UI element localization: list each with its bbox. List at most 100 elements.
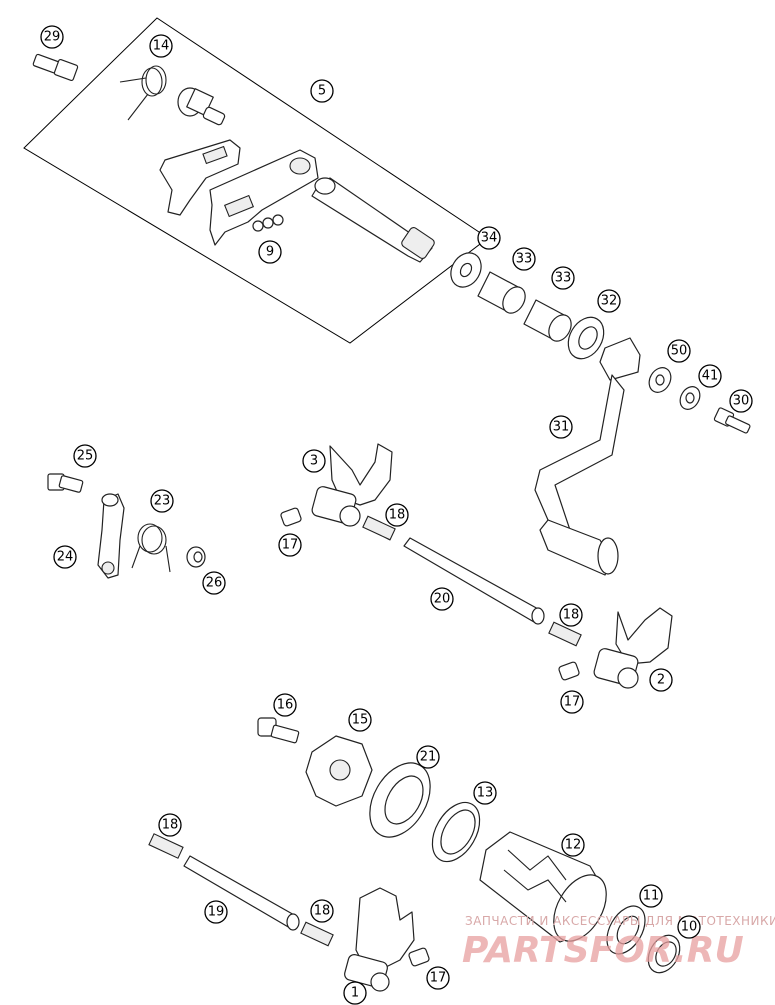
- part-17-pin-c: [408, 947, 430, 967]
- callout-33b: 33: [551, 266, 575, 290]
- svg-text:32: 32: [601, 294, 618, 309]
- part-24-locking-lever: [97, 493, 125, 579]
- part-15-shift-star: [305, 735, 373, 807]
- part-33-needle-bearing-a: [477, 271, 526, 314]
- svg-text:16: 16: [277, 698, 294, 713]
- callout-32: 32: [597, 289, 621, 313]
- part-41-lock-washer: [679, 386, 701, 410]
- svg-text:33: 33: [516, 252, 533, 267]
- part-29-bolt: [32, 53, 79, 81]
- part-shift-plate-small: [159, 139, 241, 216]
- callout-24: 24: [53, 545, 77, 569]
- svg-text:13: 13: [477, 786, 494, 801]
- svg-text:18: 18: [162, 818, 179, 833]
- watermark: ЗАПЧАСТИ И АКСЕССУАРЫ ДЛЯ МОТОТЕХНИКИ PA…: [462, 914, 775, 971]
- callout-17a: 17: [278, 533, 302, 557]
- callout-33a: 33: [512, 247, 536, 271]
- part-10-ring: [647, 934, 681, 974]
- svg-text:26: 26: [206, 576, 223, 591]
- svg-text:20: 20: [434, 592, 451, 607]
- part-stud: [177, 87, 226, 126]
- svg-text:9: 9: [266, 245, 274, 260]
- svg-text:23: 23: [154, 494, 171, 509]
- callout-14: 14: [149, 34, 173, 58]
- part-19-fork-shaft: [183, 855, 300, 931]
- part-16-bolt: [257, 717, 300, 744]
- callout-9: 9: [258, 240, 282, 264]
- part-30-bolt: [713, 407, 751, 434]
- svg-text:21: 21: [420, 750, 437, 765]
- callout-21: 21: [416, 745, 440, 769]
- callout-3: 3: [302, 449, 326, 473]
- callout-26: 26: [202, 571, 226, 595]
- svg-text:18: 18: [314, 904, 331, 919]
- svg-text:11: 11: [643, 889, 660, 904]
- callout-10: 10: [677, 915, 701, 939]
- svg-text:14: 14: [153, 39, 170, 54]
- part-13-washer: [431, 801, 481, 863]
- part-3-shift-fork: [311, 443, 393, 527]
- svg-text:17: 17: [564, 695, 581, 710]
- svg-text:15: 15: [352, 713, 369, 728]
- svg-text:31: 31: [553, 420, 570, 435]
- callout-11: 11: [639, 884, 663, 908]
- svg-text:29: 29: [44, 30, 61, 45]
- part-14-spring: [119, 65, 167, 121]
- watermark-tagline: ЗАПЧАСТИ И АКСЕССУАРЫ ДЛЯ МОТОТЕХНИКИ: [465, 914, 775, 928]
- part-50-washer: [648, 367, 672, 393]
- svg-text:34: 34: [481, 231, 498, 246]
- svg-text:17: 17: [430, 971, 447, 986]
- callout-2: 2: [649, 668, 673, 692]
- callout-16: 16: [273, 693, 297, 717]
- part-26-sleeve: [186, 546, 206, 568]
- callout-18a: 18: [385, 503, 409, 527]
- part-20-fork-shaft: [403, 537, 545, 625]
- svg-text:24: 24: [57, 550, 74, 565]
- svg-text:18: 18: [563, 608, 580, 623]
- part-17-pin-a: [280, 507, 302, 527]
- callout-20: 20: [430, 587, 454, 611]
- callout-50: 50: [667, 339, 691, 363]
- callout-17c: 17: [426, 966, 450, 990]
- svg-text:33: 33: [555, 271, 572, 286]
- part-18-spring-b: [548, 621, 582, 647]
- svg-text:2: 2: [657, 673, 665, 688]
- svg-text:10: 10: [681, 920, 698, 935]
- part-18-spring-a: [362, 515, 396, 541]
- callout-34: 34: [477, 226, 501, 250]
- svg-text:18: 18: [389, 508, 406, 523]
- callout-12: 12: [561, 833, 585, 857]
- part-33-needle-bearing-b: [523, 299, 572, 342]
- svg-text:19: 19: [208, 905, 225, 920]
- svg-text:12: 12: [565, 838, 582, 853]
- svg-text:3: 3: [310, 454, 318, 469]
- callout-5: 5: [310, 79, 334, 103]
- part-11-bearing: [606, 905, 646, 955]
- part-2-shift-fork: [593, 607, 673, 689]
- callout-18b: 18: [559, 603, 583, 627]
- callout-41: 41: [698, 364, 722, 388]
- svg-text:5: 5: [318, 84, 326, 99]
- svg-text:41: 41: [702, 369, 719, 384]
- part-17-pin-b: [558, 661, 580, 681]
- svg-text:1: 1: [351, 986, 359, 1001]
- part-12-shift-drum: [479, 831, 607, 943]
- callout-29: 29: [40, 25, 64, 49]
- callout-18c: 18: [158, 813, 182, 837]
- part-21-bearing: [369, 762, 431, 838]
- callout-23: 23: [150, 489, 174, 513]
- part-23-spring: [131, 523, 171, 573]
- callout-31: 31: [549, 415, 573, 439]
- svg-text:17: 17: [282, 538, 299, 553]
- callout-15: 15: [348, 708, 372, 732]
- callout-17b: 17: [560, 690, 584, 714]
- callout-30: 30: [729, 389, 753, 413]
- callout-18d: 18: [310, 899, 334, 923]
- part-shift-lever-plate: [209, 149, 319, 246]
- part-18-spring-c: [148, 833, 184, 859]
- svg-text:30: 30: [733, 394, 750, 409]
- callout-13: 13: [473, 781, 497, 805]
- callout-25: 25: [73, 444, 97, 468]
- callout-1: 1: [343, 981, 367, 1005]
